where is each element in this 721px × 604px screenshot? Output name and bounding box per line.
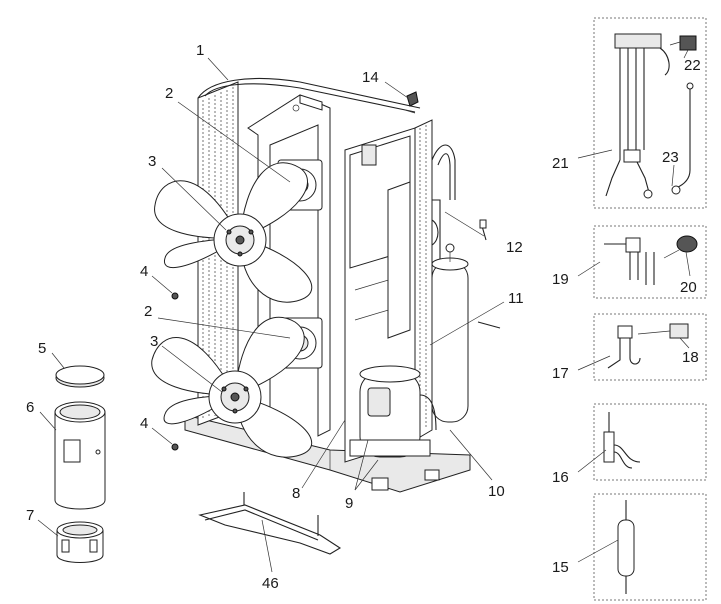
label-22: 22: [684, 57, 701, 74]
label-15: 15: [552, 559, 569, 576]
label-4-lower: 4: [140, 415, 148, 432]
box-21-22-23: [593, 17, 707, 209]
label-8: 8: [292, 485, 300, 502]
label-11: 11: [508, 290, 524, 307]
box-16: [593, 403, 707, 481]
fan-blade-lower: [151, 316, 313, 458]
label-7: 7: [26, 507, 34, 524]
label-16: 16: [552, 469, 569, 486]
valve-coil-18: [637, 323, 689, 339]
box-15: [593, 493, 707, 601]
label-17: 17: [552, 365, 569, 382]
outdoor-unit-assembly: [151, 77, 501, 493]
label-18: 18: [682, 349, 699, 366]
jacket-sleeve: [54, 401, 106, 510]
base-frame-46: [198, 492, 342, 555]
label-3-upper: 3: [148, 153, 156, 170]
label-46: 46: [262, 575, 279, 592]
temperature-sensor: [479, 219, 487, 241]
box-19-20: [593, 225, 707, 299]
cable-clamp: [404, 91, 419, 114]
label-2-upper: 2: [165, 85, 173, 102]
label-10: 10: [488, 483, 505, 500]
filter-15: [617, 500, 635, 594]
box-17-18: [593, 313, 707, 381]
capillary-tube-23: [643, 82, 694, 199]
label-14: 14: [362, 69, 379, 86]
part-labels: 1 2 3 4 2 3 4 5 6 7 8 9 10 11 12 14 15 1…: [26, 42, 701, 592]
leader-lines: [37, 49, 691, 573]
sound-jacket-set: [54, 365, 106, 563]
jacket-bottom-ring: [56, 521, 104, 563]
fan-blade-upper: [154, 162, 313, 303]
valve-body-19: [604, 237, 655, 285]
accumulator: [431, 243, 469, 423]
valve-16: [603, 412, 641, 469]
screw-upper: [171, 292, 179, 300]
label-12: 12: [506, 239, 523, 256]
jacket-top-cap: [55, 365, 105, 388]
label-6: 6: [26, 399, 34, 416]
label-21: 21: [552, 155, 569, 172]
valve-coil-20: [663, 235, 698, 259]
four-way-valve-assembly: [605, 33, 670, 197]
label-1: 1: [196, 42, 204, 59]
piping-bundle: [414, 119, 456, 441]
label-23: 23: [662, 149, 679, 166]
valve-coil-22: [669, 35, 697, 51]
label-20: 20: [680, 279, 697, 296]
sensor-wire: [477, 321, 501, 329]
label-4-upper: 4: [140, 263, 148, 280]
label-2-lower: 2: [144, 303, 152, 320]
label-3-lower: 3: [150, 333, 158, 350]
valve-body-17: [607, 325, 641, 369]
label-9: 9: [345, 495, 353, 512]
screw-lower: [171, 443, 179, 451]
compressor: [349, 365, 437, 458]
label-19: 19: [552, 271, 569, 288]
label-5: 5: [38, 340, 46, 357]
